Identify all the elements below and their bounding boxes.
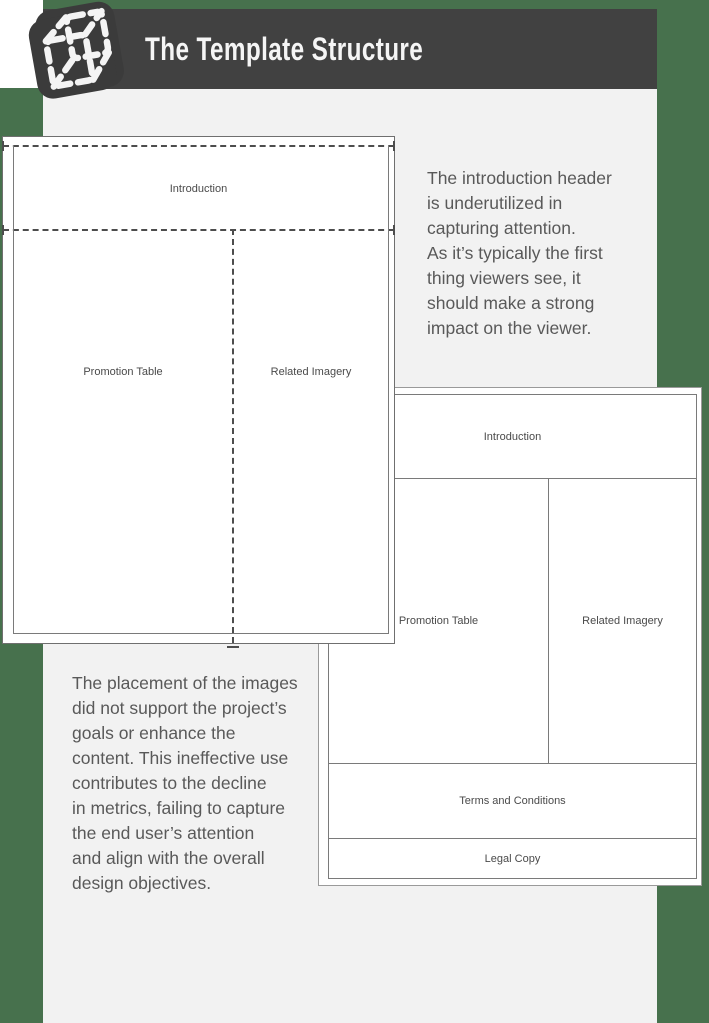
note-line: The introduction header xyxy=(427,168,612,188)
tick-mark xyxy=(2,141,4,151)
section-label-related-imagery: Related Imagery xyxy=(270,366,352,378)
tick-mark xyxy=(2,225,4,235)
note-line: thing viewers see, it xyxy=(427,268,581,288)
note-line: is underutilized in xyxy=(427,193,563,213)
note-line: goals or enhance the xyxy=(72,723,236,743)
wireframe-template-sketch: Introduction Promotion Table Related Ima… xyxy=(2,136,395,648)
section-introduction: Introduction xyxy=(329,395,696,479)
note-line: should make a strong xyxy=(427,293,595,313)
sketch-cube-icon xyxy=(28,1,124,99)
note-line: and align with the overall xyxy=(72,848,265,868)
note-line: did not support the project’s xyxy=(72,698,287,718)
intro-note: The introduction header is underutilized… xyxy=(427,166,657,341)
section-legal-copy: Legal Copy xyxy=(329,839,696,878)
note-line: design objectives. xyxy=(72,873,212,893)
dashed-line-column-divider xyxy=(232,229,234,643)
note-line: the end user’s attention xyxy=(72,823,255,843)
section-label-legal: Legal Copy xyxy=(484,852,541,865)
section-promotion-table: Promotion Table xyxy=(329,479,549,763)
tick-mark xyxy=(227,646,239,648)
section-columns: Promotion Table Related Imagery xyxy=(329,479,696,764)
note-line: content. This ineffective use xyxy=(72,748,289,768)
page-title: The Template Structure xyxy=(145,31,424,67)
section-label-terms: Terms and Conditions xyxy=(459,795,566,807)
inner-border-bottom xyxy=(13,633,389,634)
inner-border-left xyxy=(13,145,14,634)
dashed-line-divider xyxy=(3,229,394,231)
section-label-promotion-table: Promotion Table xyxy=(398,615,479,627)
note-line: contributes to the decline xyxy=(72,773,267,793)
inner-border-right xyxy=(388,145,389,634)
tick-mark xyxy=(393,225,395,235)
header-bar xyxy=(43,9,657,89)
note-line: impact on the viewer. xyxy=(427,318,592,338)
tick-mark xyxy=(393,141,395,151)
section-terms-and-conditions: Terms and Conditions xyxy=(329,764,696,839)
dashed-line-top xyxy=(3,145,394,147)
section-related-imagery: Related Imagery xyxy=(549,479,696,763)
section-label-introduction: Introduction xyxy=(483,430,542,443)
section-label-promotion-table: Promotion Table xyxy=(83,366,163,378)
note-line: The placement of the images xyxy=(72,673,298,693)
note-line: in metrics, failing to capture xyxy=(72,798,286,818)
placement-note: The placement of the images did not supp… xyxy=(72,671,332,896)
note-line: capturing attention. xyxy=(427,218,576,238)
section-label-introduction: Introduction xyxy=(169,183,228,195)
note-line: As it’s typically the first xyxy=(427,243,603,263)
section-label-related-imagery: Related Imagery xyxy=(582,615,663,627)
